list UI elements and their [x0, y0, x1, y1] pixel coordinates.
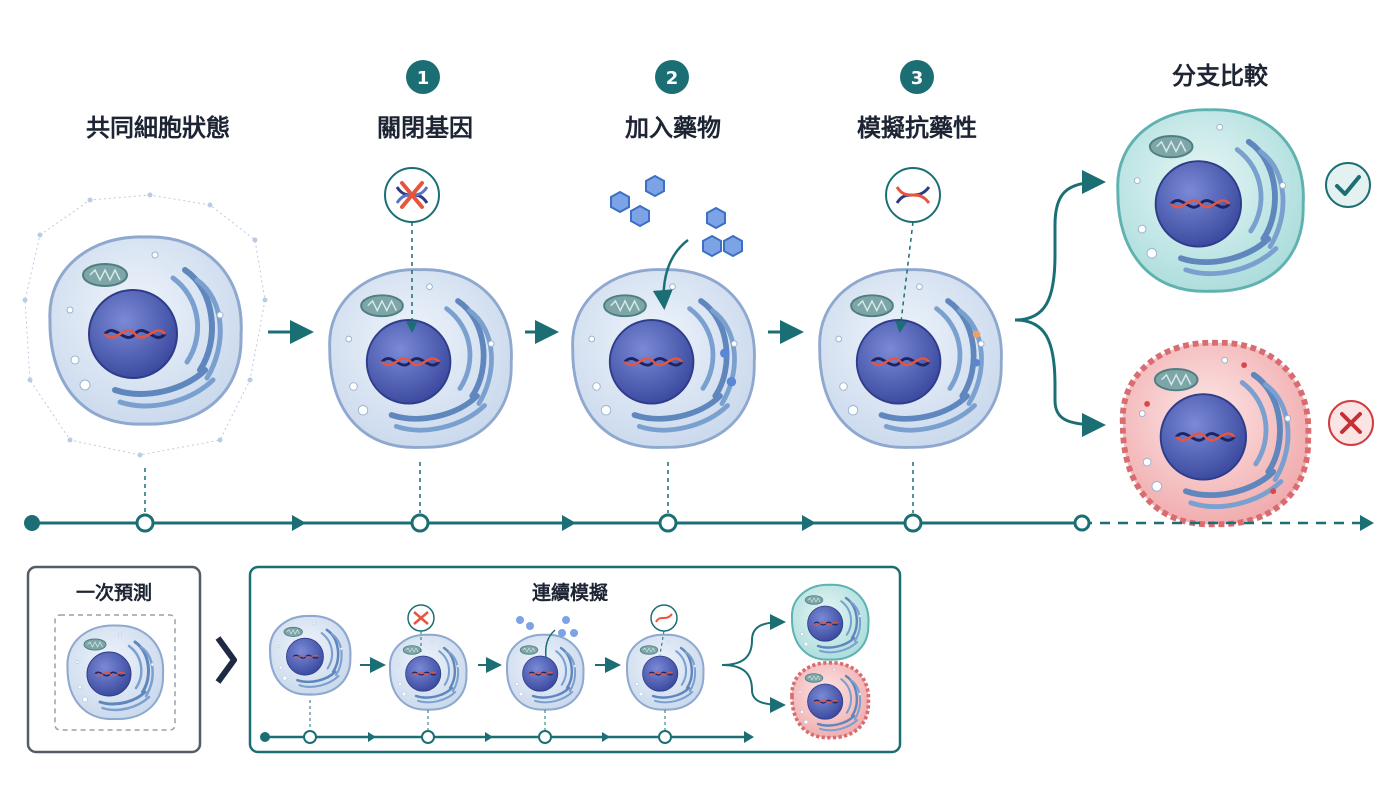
- single-prediction-frame: [54, 614, 176, 731]
- mini-cell-2: [388, 633, 468, 711]
- stage-label-common-state: 共同細胞狀態: [86, 114, 230, 142]
- mini-branch-up: [721, 614, 786, 666]
- mini-dna-pointer: [659, 630, 665, 656]
- mini-cell-3: [505, 633, 585, 711]
- mini-cell-healthy: [790, 583, 870, 661]
- network-halo: [22, 192, 268, 458]
- dna-knockout-icon: [384, 167, 440, 223]
- single-prediction-label: 一次預測: [75, 582, 152, 604]
- timeline: [24, 462, 1374, 533]
- branch-arrow-up: [1014, 170, 1106, 322]
- svg-text:2: 2: [666, 68, 679, 89]
- cell-common-state: [48, 235, 243, 426]
- cell-resistance: [818, 268, 1003, 449]
- resistance-pointer: [895, 221, 914, 333]
- mini-dna-icon: [650, 604, 678, 632]
- mini-cell-4: [625, 633, 705, 711]
- svg-text:1: 1: [417, 68, 430, 89]
- cell-gene-knockout: [328, 268, 513, 449]
- continuous-simulation-label: 連續模擬: [531, 582, 608, 604]
- cross-icon: [1328, 400, 1374, 446]
- mini-cell-stressed: [790, 660, 871, 740]
- cell-outcome-healthy: [1116, 108, 1305, 293]
- step-badge-3: 3: [900, 60, 934, 94]
- drug-entry-arrow: [652, 239, 689, 310]
- check-icon: [1325, 162, 1371, 208]
- drug-molecule-icon: [610, 174, 743, 258]
- cell-outcome-stressed: [1119, 339, 1312, 528]
- branch-comparison-label: 分支比較: [1172, 62, 1268, 90]
- cell-drug-added: [571, 268, 756, 449]
- single-prediction-cell: [66, 624, 165, 721]
- stage-label-gene-knockout: 關閉基因: [377, 114, 473, 142]
- step-badge-1: 1: [406, 60, 440, 94]
- chevron-right-icon: [215, 636, 237, 684]
- branch-arrow-down: [1014, 318, 1106, 437]
- svg-text:3: 3: [911, 68, 924, 89]
- stage-label-resistance: 模擬抗藥性: [857, 114, 977, 142]
- dna-icon: [885, 167, 941, 223]
- step-badge-2: 2: [655, 60, 689, 94]
- mini-drug-arrow: [544, 629, 556, 659]
- mini-drug-icon: [516, 616, 578, 637]
- mini-cell-1: [268, 614, 352, 696]
- mini-branch-down: [721, 664, 786, 713]
- mini-knockout-icon: [407, 604, 435, 632]
- mini-timeline: [260, 700, 754, 744]
- stage-label-drug-added: 加入藥物: [625, 114, 721, 142]
